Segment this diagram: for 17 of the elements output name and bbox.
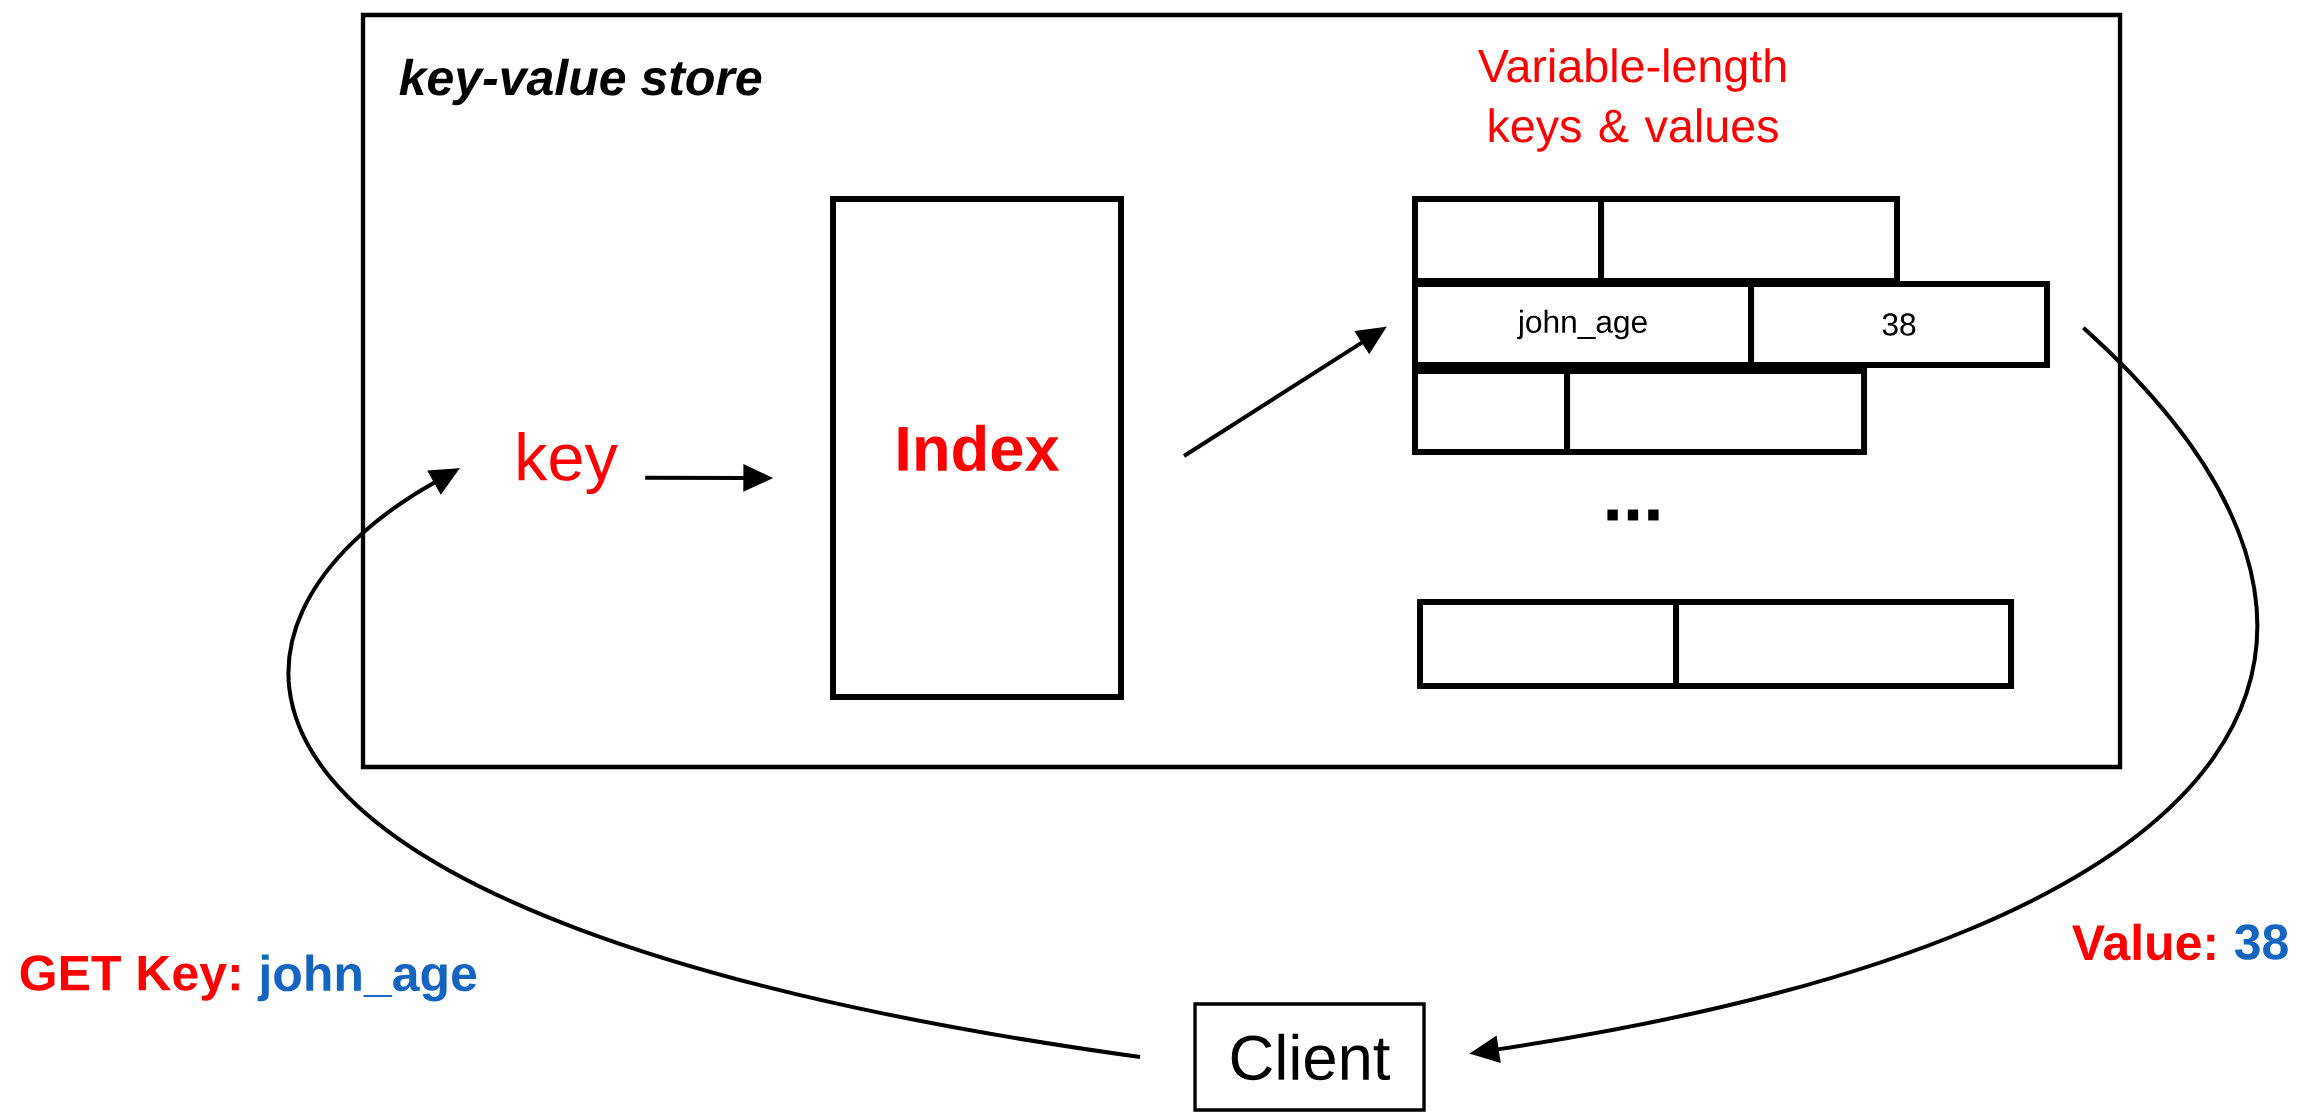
response-label: Value: xyxy=(2072,923,2215,961)
request-label: GET Key: xyxy=(20,955,239,1001)
heading: Variable-length keys & values xyxy=(1478,48,1786,152)
ellipsis: ... xyxy=(1607,509,1659,521)
client-box: Client xyxy=(1193,1002,1426,1112)
record-cell: 38 xyxy=(1748,281,2051,368)
store-box xyxy=(360,12,2123,770)
arrow xyxy=(287,468,1141,1059)
record-cell: john_age xyxy=(1412,281,1755,368)
index-box: Index xyxy=(830,196,1124,700)
request-key: john_age xyxy=(257,954,477,1002)
box-title: key-value store xyxy=(399,58,762,106)
record-cell xyxy=(1673,599,2015,689)
key-label: key xyxy=(518,431,618,495)
record-cell xyxy=(1598,196,1901,284)
record-cell xyxy=(1564,368,1868,455)
response-value: 38 xyxy=(2234,924,2288,960)
